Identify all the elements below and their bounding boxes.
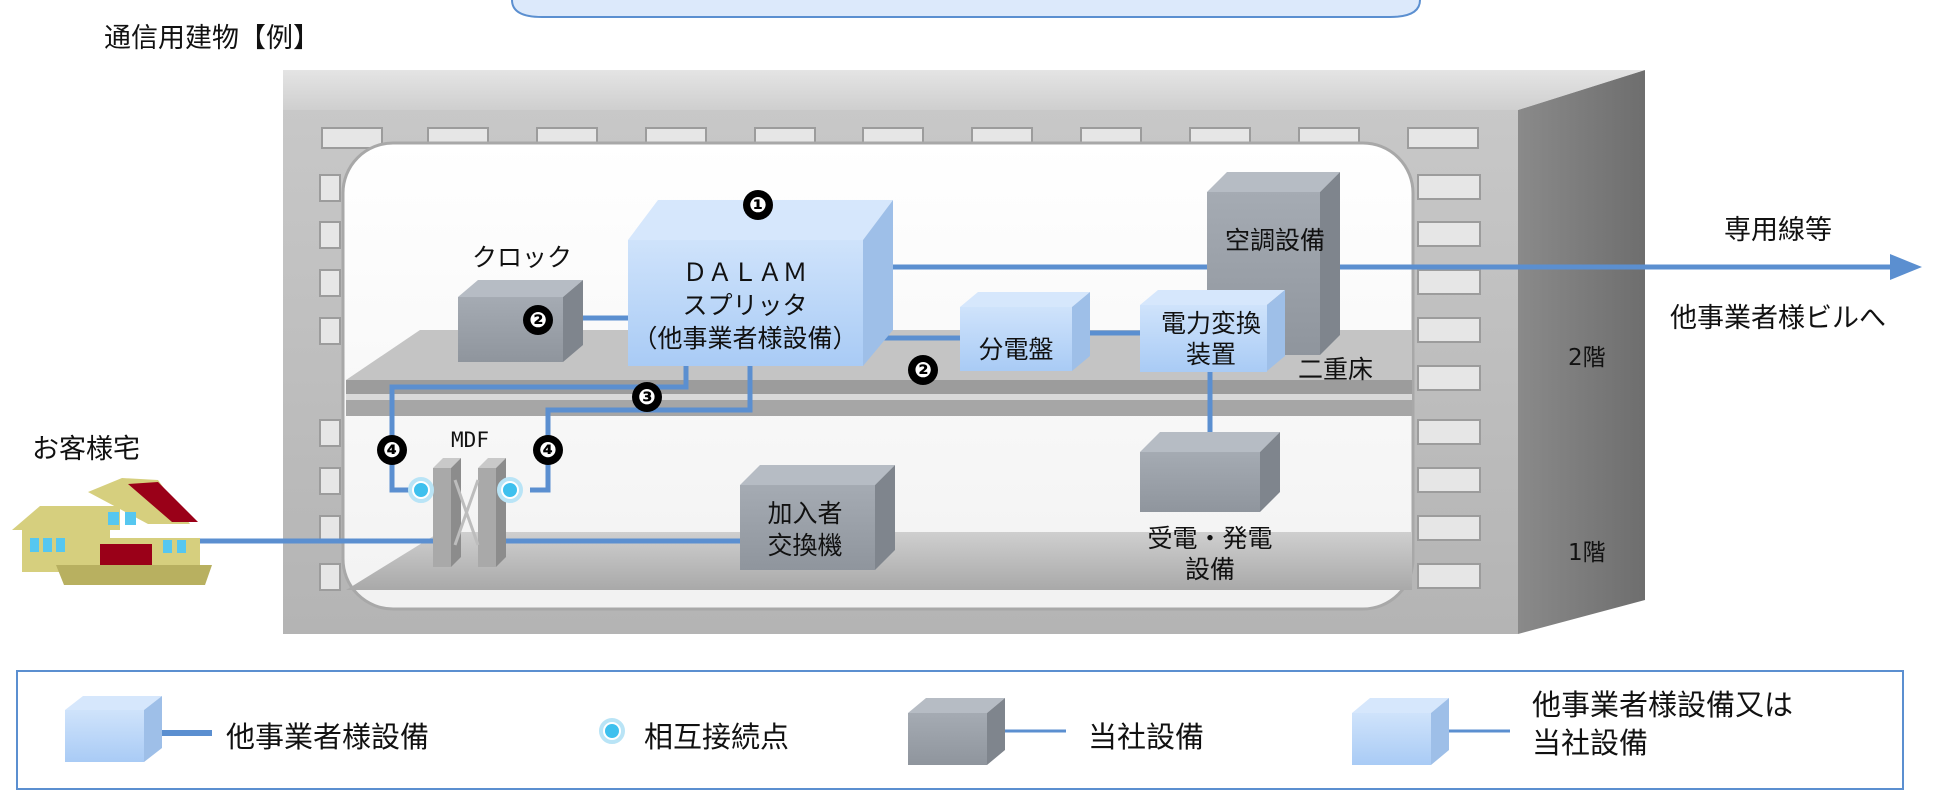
marker-4-right: ❹: [533, 435, 563, 465]
house-icon: [12, 478, 212, 585]
interconnection-point: [497, 477, 523, 503]
dalam-label-line2: スプリッタ: [682, 291, 808, 320]
clock-label: クロック: [471, 243, 573, 272]
interconnection-point: [408, 477, 434, 503]
legend-company-label: 当社設備: [1088, 720, 1205, 754]
subscriber-switch-line1: 加入者: [767, 499, 843, 528]
legend-either-icon: [1352, 698, 1510, 765]
subscriber-switch-box: [740, 465, 895, 570]
power-converter-line2: 装置: [1185, 340, 1237, 369]
dalam-label-line3: （他事業者様設備）: [632, 324, 858, 353]
marker-1: ❶: [743, 190, 773, 220]
power-converter-box: [1140, 290, 1285, 372]
arrow-head: [1890, 254, 1922, 280]
connection-lines: [200, 264, 1895, 544]
marker-4-left: ❹: [377, 435, 407, 465]
diagram-title: 通信用建物【例】: [104, 23, 320, 54]
distribution-board-box: [960, 292, 1090, 371]
legend-connection-point-label: 相互接続点: [644, 720, 790, 754]
leased-line-label: 専用線等: [1724, 215, 1832, 246]
power-receiving-label: 受電・発電 設備: [1147, 523, 1272, 585]
legend-either-line2: 当社設備: [1532, 726, 1649, 760]
floor-2-label: 2階: [1568, 345, 1606, 371]
power-receiving-line1: 受電・発電: [1147, 524, 1273, 553]
dalam-label-line1: ＤＡＬＡＭ: [682, 258, 808, 287]
other-operator-building-label: 他事業者様ビルへ: [1670, 303, 1886, 334]
power-receiving-line2: 設備: [1184, 555, 1236, 584]
marker-2-power: ❷: [908, 355, 938, 385]
power-converter-label: 電力変換 装置: [1161, 308, 1261, 370]
dalam-splitter-label: ＤＡＬＡＭ スプリッタ （他事業者様設備）: [632, 256, 857, 355]
window-strip-sides: [319, 174, 1481, 591]
legend-either-label: 他事業者様設備又は 当社設備: [1532, 686, 1793, 762]
floor-1-label: 1階: [1568, 540, 1606, 566]
legend-other-operator-label: 他事業者様設備: [226, 720, 430, 754]
top-banner: [511, 0, 1421, 18]
dalam-splitter-box: [628, 200, 893, 366]
aircon-label: 空調設備: [1224, 226, 1326, 255]
mdf-label: MDF: [451, 428, 489, 452]
legend-either-line1: 他事業者様設備又は: [1532, 688, 1794, 722]
subscriber-switch-label: 加入者 交換機: [767, 498, 842, 562]
subscriber-switch-line2: 交換機: [767, 531, 843, 560]
distribution-board-label: 分電盤: [978, 335, 1054, 364]
marker-3: ❸: [632, 382, 662, 412]
power-converter-line1: 電力変換: [1160, 309, 1262, 338]
raised-floor-label: 二重床: [1298, 355, 1374, 384]
power-receiving-box: [1140, 432, 1280, 512]
legend-other-operator-icon: [65, 696, 212, 762]
legend-company-icon: [908, 698, 1066, 765]
clock-box: [458, 280, 583, 362]
legend-connection-point-icon: [599, 718, 625, 744]
customer-home-label: お客様宅: [32, 434, 140, 465]
marker-2-clock: ❷: [523, 305, 553, 335]
